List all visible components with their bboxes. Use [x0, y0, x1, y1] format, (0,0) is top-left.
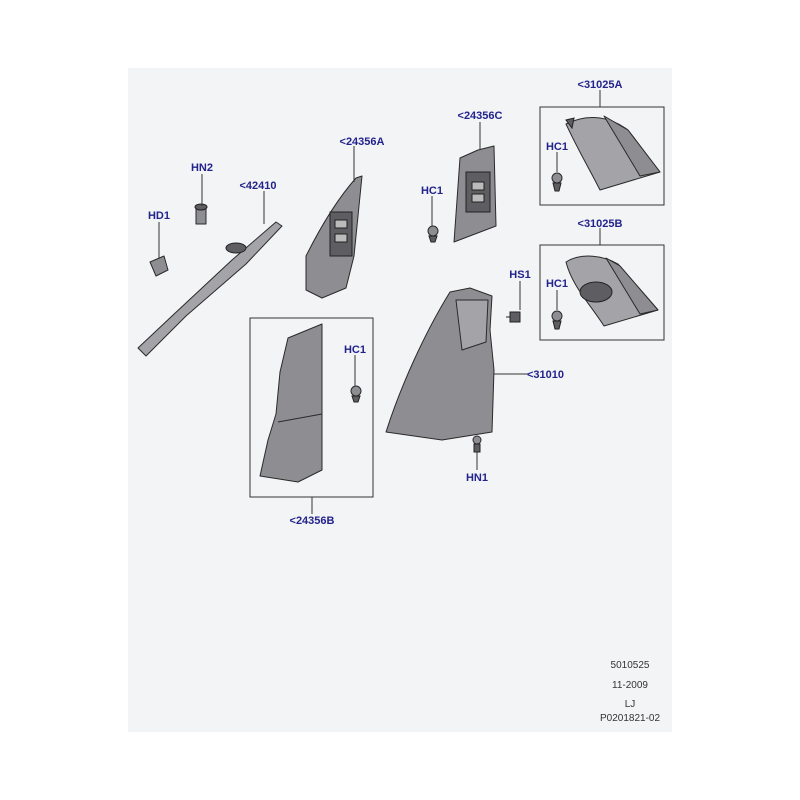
clip-hc1-c: [427, 225, 439, 243]
callout-hc1-d: HC1: [344, 344, 366, 356]
clip-hc1-a: [551, 172, 563, 192]
clip-hc1-b: [551, 310, 563, 330]
callout-hc1-c: HC1: [421, 185, 443, 197]
callout-31025a: <31025A: [578, 79, 623, 91]
callout-42410: <42410: [239, 180, 276, 192]
part-31025a: [565, 115, 661, 191]
leader-lines: [158, 90, 601, 514]
callout-hn1: HN1: [466, 472, 488, 484]
callout-31025b: <31025B: [578, 218, 623, 230]
callout-hc1-b: HC1: [546, 278, 568, 290]
callout-31010: <31010: [527, 369, 564, 381]
callout-hc1-a: HC1: [546, 141, 568, 153]
part-24356a: [305, 175, 363, 299]
part-31025b: [565, 255, 659, 327]
diagram-initials: LJ: [625, 699, 636, 710]
callout-24356b: <24356B: [290, 515, 335, 527]
callout-hn2: HN2: [191, 162, 213, 174]
callout-24356c: <24356C: [458, 110, 503, 122]
box-31025b: [539, 244, 665, 341]
part-31010: [385, 287, 495, 441]
diagram-code: 5010525: [611, 660, 650, 671]
callout-hd1: HD1: [148, 210, 170, 222]
clip-hd1: [149, 255, 169, 277]
diagram-ref: P0201821-02: [600, 713, 660, 724]
clip-hn2: [194, 203, 208, 225]
callout-hs1: HS1: [509, 269, 530, 281]
clip-hn1: [472, 435, 482, 453]
box-31025a: [539, 106, 665, 206]
part-42410: [137, 221, 283, 357]
clip-hc1-d: [350, 385, 362, 403]
screw-hs1: [506, 311, 521, 323]
part-24356c: [453, 145, 497, 243]
diagram-date: 11-2009: [612, 680, 648, 691]
part-24356b: [259, 323, 323, 483]
callout-24356a: <24356A: [340, 136, 385, 148]
